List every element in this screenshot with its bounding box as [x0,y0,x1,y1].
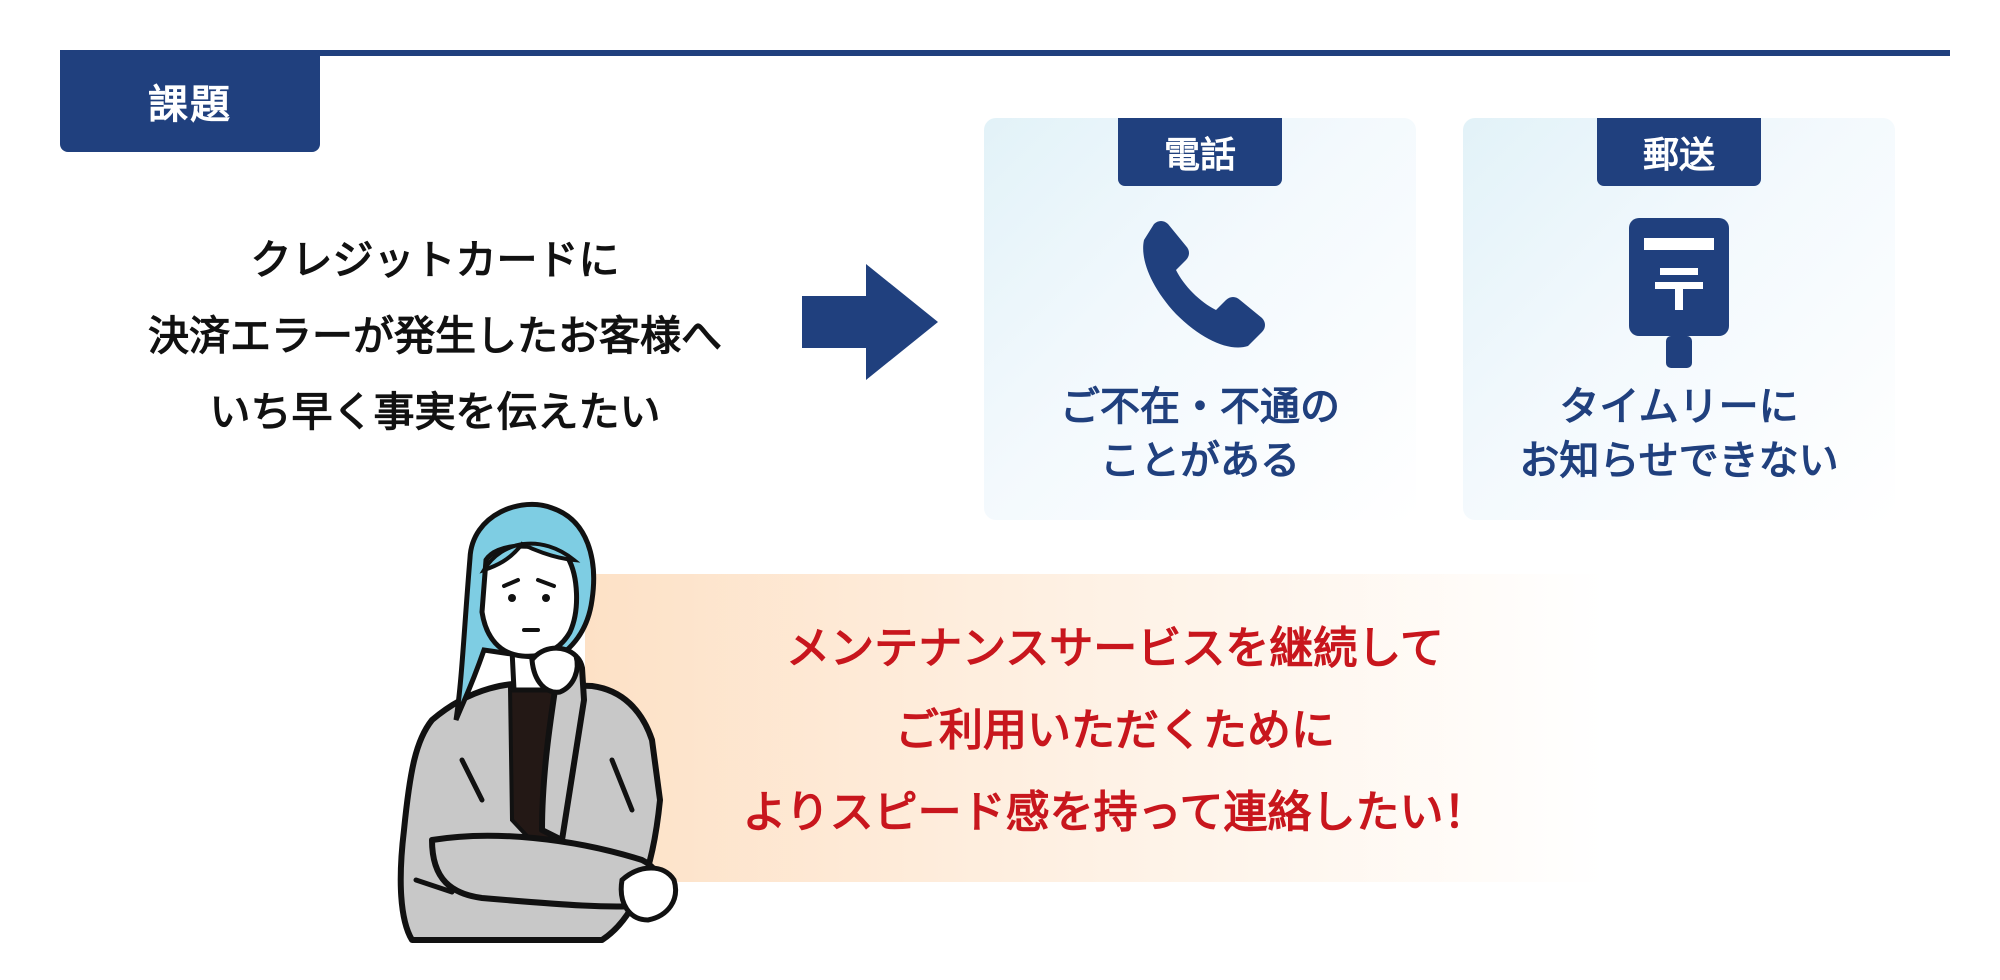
mail-card: 郵送 タイムリーに お知らせできない [1463,118,1895,520]
mailbox-icon [1629,218,1729,368]
goal-statement: メンテナンスサービスを継続して ご利用いただくために よりスピード感を持って連絡… [690,608,1540,854]
problem-line-2: 決済エラーが発生したお客様へ [148,312,722,360]
goal-highlight-band [585,574,1605,882]
section-title: 課題 [148,82,232,128]
phone-card-tab: 電話 [1118,118,1282,186]
mail-card-title: 郵送 [1642,135,1715,176]
problem-statement: クレジットカードに 決済エラーが発生したお客様へ いち早く事実を伝えたい [95,222,775,450]
phone-card-line-1: ご不在・不通の [1060,384,1340,430]
arrow-right-icon [802,264,938,380]
phone-card-text: ご不在・不通の ことがある [984,380,1416,488]
phone-card: 電話 ご不在・不通の ことがある [984,118,1416,520]
goal-line-1: メンテナンスサービスを継続して [786,623,1444,674]
mail-card-text: タイムリーに お知らせできない [1463,380,1895,488]
mail-card-line-1: タイムリーに [1559,384,1799,430]
phone-card-line-2: ことがある [1100,438,1300,484]
problem-line-3: いち早く事実を伝えたい [209,388,661,436]
goal-line-3: よりスピード感を持って連絡したい！ [742,787,1488,838]
mail-card-tab: 郵送 [1597,118,1761,186]
phone-icon [1143,221,1265,348]
phone-card-title: 電話 [1163,135,1236,176]
header-rule [60,50,1950,56]
problem-line-1: クレジットカードに [250,236,620,284]
mail-card-line-2: お知らせできない [1519,438,1839,484]
goal-line-2: ご利用いただくために [895,705,1335,756]
thinking-person-illustration [397,501,678,943]
section-tab: 課題 [60,50,320,152]
